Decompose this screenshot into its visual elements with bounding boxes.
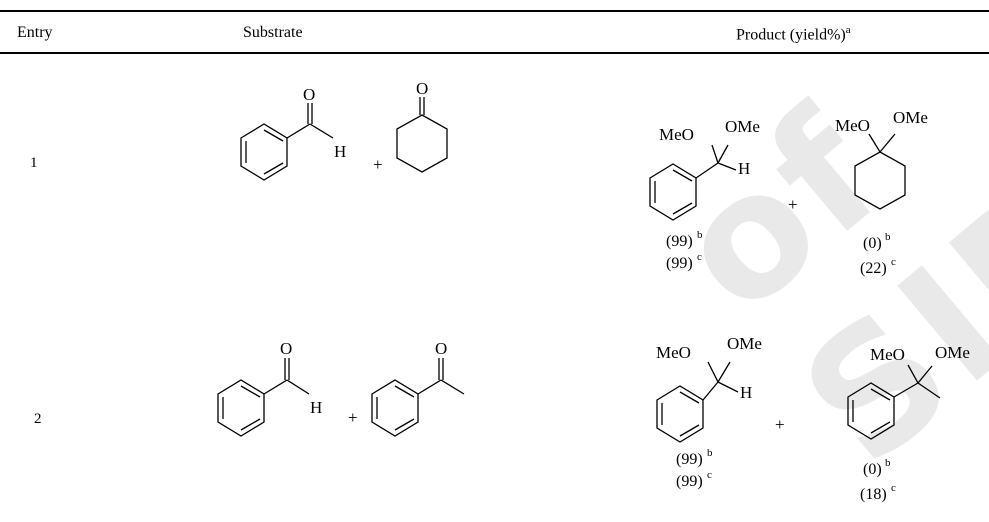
row2-p1-yield-b: (99) xyxy=(676,451,703,468)
row1-p2-yield-b: (0) xyxy=(863,235,882,252)
row2-p1-yield-b-sup: b xyxy=(707,447,713,459)
row1-p1-meo: MeO xyxy=(659,125,694,144)
row1-p1-h: H xyxy=(738,159,750,178)
row1-p2-yield-c: (22) xyxy=(860,260,887,277)
row2-acetophenone: O xyxy=(371,339,465,437)
row1-ketone-o: O xyxy=(416,79,428,98)
row1-cyclohexanone: O xyxy=(396,79,448,173)
table-top-rule xyxy=(0,10,989,12)
row1-p1-yield-c: (99) xyxy=(666,255,693,272)
row1-p2-yield-c-sup: c xyxy=(891,256,896,268)
row2-p2-yield-b: (0) xyxy=(863,461,882,478)
row2-p1-h: H xyxy=(740,383,752,402)
row2-aldehyde-o: O xyxy=(280,339,292,358)
header-entry: Entry xyxy=(17,24,53,41)
row2-aldehyde-h: H xyxy=(310,398,322,417)
header-product-sup: a xyxy=(845,24,851,36)
header-product: Product (yield%)a xyxy=(736,24,851,44)
row2-p2-yield-b-sup: b xyxy=(885,457,891,469)
table-header-rule xyxy=(0,52,989,54)
row2-p2-yield-c: (18) xyxy=(860,486,887,503)
entry-1-number: 1 xyxy=(30,155,38,171)
row1-aldehyde-o: O xyxy=(303,85,315,104)
row1-product-acetal-2: MeO OMe xyxy=(835,108,928,210)
row2-product-plus: + xyxy=(775,415,785,434)
row2-p1-ome: OMe xyxy=(727,334,762,353)
row2-ketone-o: O xyxy=(435,339,447,358)
entry-2-number: 2 xyxy=(34,411,42,427)
row1-yields: (99) b (99) c (0) b (22) c xyxy=(666,229,896,277)
row1-product-plus: + xyxy=(788,195,798,214)
row1-p1-yield-b-sup: b xyxy=(697,229,703,241)
row2-p2-meo: MeO xyxy=(870,345,905,364)
row2-p1-yield-c: (99) xyxy=(676,473,703,490)
header-product-text: Product (yield%) xyxy=(736,26,846,44)
header-substrate: Substrate xyxy=(243,24,303,41)
row1-p1-yield-c-sup: c xyxy=(697,251,702,263)
row2-benzaldehyde: O H xyxy=(217,339,322,437)
row1-p2-yield-b-sup: b xyxy=(885,231,891,243)
row1-product-acetal-1: MeO OMe H xyxy=(649,117,760,221)
row1-p2-meo: MeO xyxy=(835,116,870,135)
row1-p1-ome: OMe xyxy=(725,117,760,136)
row1-p2-ome: OMe xyxy=(893,108,928,127)
row1-substrate-plus: + xyxy=(373,155,383,174)
row2-p2-yield-c-sup: c xyxy=(891,482,896,494)
row2-product-acetal-1: MeO OMe H xyxy=(656,334,762,443)
row2-p2-ome: OMe xyxy=(935,343,970,362)
row2-p1-yield-c-sup: c xyxy=(707,469,712,481)
row2-substrate-plus: + xyxy=(348,408,358,427)
row1-p1-yield-b: (99) xyxy=(666,233,693,250)
row2-product-acetal-2: MeO OMe xyxy=(847,343,970,440)
row2-yields: (99) b (99) c (0) b (18) c xyxy=(676,447,896,503)
row2-p1-meo: MeO xyxy=(656,343,691,362)
row1-aldehyde-h: H xyxy=(334,142,346,161)
row1-benzaldehyde: O H xyxy=(240,85,346,181)
